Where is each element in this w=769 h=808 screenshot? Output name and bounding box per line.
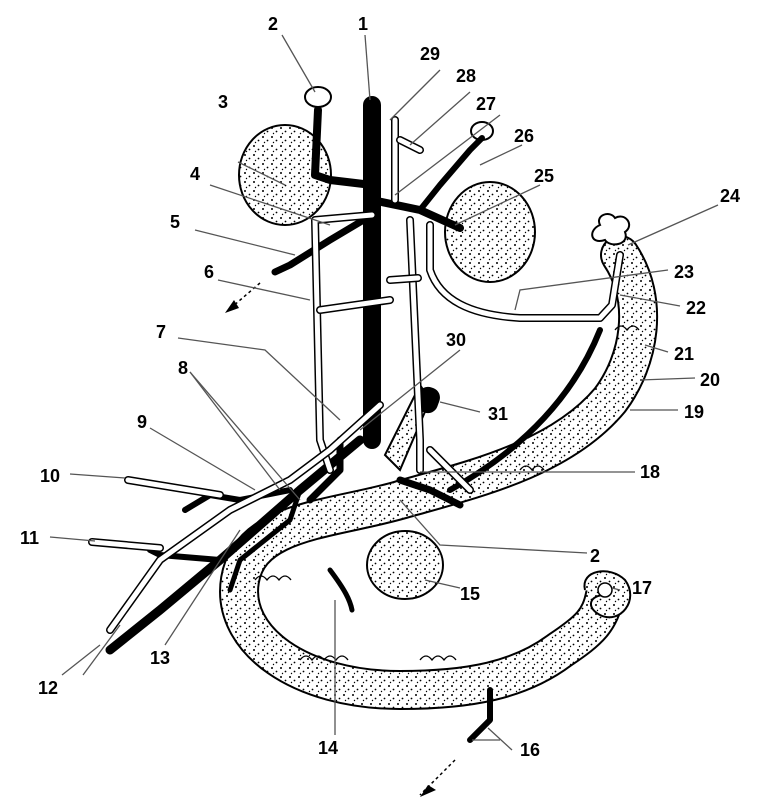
label-17: 17 [632, 578, 652, 598]
label-18: 18 [640, 462, 660, 482]
rectal-lumen [598, 583, 612, 597]
label-22: 22 [686, 298, 706, 318]
label-20: 20 [700, 370, 720, 390]
label-5: 5 [170, 212, 180, 232]
ovary [592, 214, 629, 244]
label-21: 21 [674, 344, 694, 364]
label-28: 28 [456, 66, 476, 86]
label-29: 29 [420, 44, 440, 64]
arrow-upper-left-head [225, 300, 239, 313]
adrenal-left [305, 87, 331, 107]
label-31: 31 [488, 404, 508, 424]
label-23: 23 [674, 262, 694, 282]
label-12: 12 [38, 678, 58, 698]
label-6: 6 [204, 262, 214, 282]
label-4: 4 [190, 164, 200, 184]
label-8: 8 [178, 358, 188, 378]
label-26: 26 [514, 126, 534, 146]
label-25: 25 [534, 166, 554, 186]
label-2b: 2 [590, 546, 600, 566]
label-10: 10 [40, 466, 60, 486]
label-30: 30 [446, 330, 466, 350]
label-3: 3 [218, 92, 228, 112]
label-24: 24 [720, 186, 740, 206]
label-11: 11 [20, 528, 39, 548]
label-27: 27 [476, 94, 496, 114]
label-7: 7 [156, 322, 166, 342]
label-15: 15 [460, 584, 480, 604]
label-2: 2 [268, 14, 278, 34]
bladder [367, 531, 443, 599]
arrow-bottom-head [420, 785, 436, 797]
label-9: 9 [137, 412, 147, 432]
label-13: 13 [150, 648, 170, 668]
label-14: 14 [318, 738, 338, 758]
label-19: 19 [684, 402, 704, 422]
label-16: 16 [520, 740, 540, 760]
arteries [92, 120, 620, 630]
label-1: 1 [358, 14, 368, 34]
right-kidney [445, 182, 535, 282]
